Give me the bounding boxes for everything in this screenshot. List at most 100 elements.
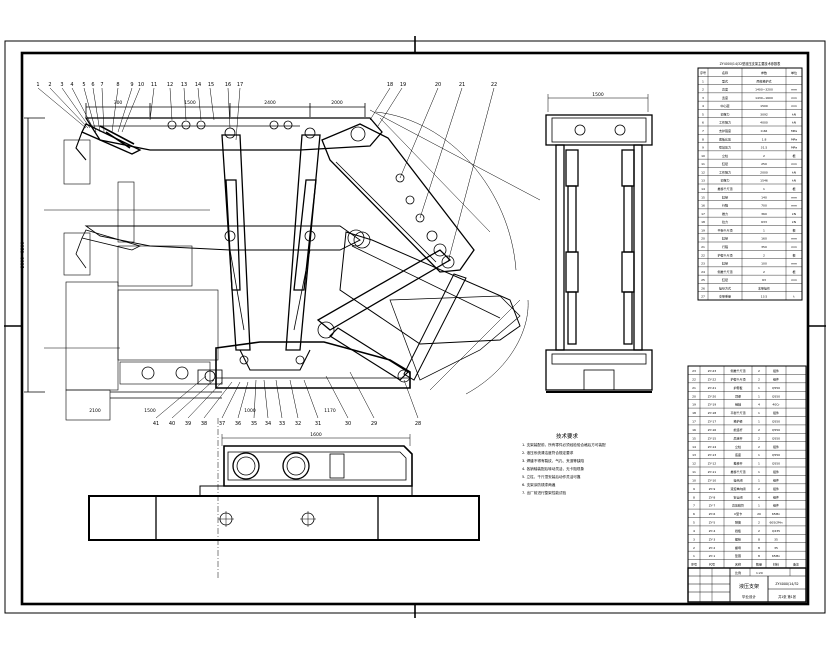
parts-cell: Q550 (772, 386, 780, 390)
sheet-number: 共1张 第1张 (778, 594, 797, 599)
params-cell: 根 (792, 269, 795, 274)
callout-14: 14 (195, 82, 201, 88)
vertical-dimension: 2300~3200 (20, 242, 26, 269)
parts-cell: ZY-21 (708, 386, 717, 390)
params-cell: mm (791, 237, 797, 241)
parts-cell: ZY-16 (708, 428, 717, 432)
params-cell: 19 (701, 228, 705, 232)
callout-19: 19 (400, 82, 406, 88)
callout-16: 16 (225, 82, 231, 88)
dim-4: 2000 (331, 100, 343, 106)
params-cell: 根 (792, 186, 795, 191)
params-cell: 3092 (760, 112, 768, 116)
params-cell: kN (792, 112, 796, 116)
params-cell: t (793, 295, 795, 299)
params-cell: 拉力 (722, 219, 728, 224)
note-4: 4. 各销轴装配后转动灵活，无卡阻现象 (522, 466, 584, 471)
callout-33: 33 (279, 421, 285, 427)
parts-cell: ZY-23 (708, 369, 717, 373)
parts-cell: 1 (758, 504, 760, 508)
parts-header-cell: 名称 (735, 562, 741, 567)
params-cell: 23 (701, 262, 705, 266)
params-cell: 4000 (760, 121, 768, 125)
params-cell: 1.8 (762, 137, 767, 141)
params-cell: kN (792, 121, 796, 125)
params-cell: MPa (791, 129, 797, 133)
callout-12: 12 (167, 82, 173, 88)
params-cell: 360 (761, 212, 767, 216)
params-cell: 10 (701, 154, 705, 158)
parts-cell: 1 (758, 478, 760, 482)
params-cell: 根 (792, 227, 795, 232)
callout-18: 18 (387, 82, 393, 88)
params-cell: 操纵方式 (719, 285, 731, 290)
dim-8: 2100 (89, 408, 101, 414)
params-cell: 侧推千斤顶 (717, 269, 732, 274)
parts-cell: 6 (693, 512, 695, 516)
parts-cell: ZY-13 (708, 453, 717, 457)
parts-cell: 推移杆 (733, 461, 742, 466)
params-cell: 17 (701, 212, 705, 216)
params-cell: 3 (702, 96, 704, 100)
params-cell: 8 (702, 137, 704, 141)
parts-cell: 弹簧 (735, 520, 741, 525)
params-cell: 250 (761, 162, 767, 166)
params-cell: 633 (761, 220, 767, 224)
params-header-cell: 单位 (791, 70, 797, 75)
parts-cell: 8 (758, 537, 760, 541)
parts-cell: 前连杆 (733, 427, 742, 432)
parts-cell: ZY-6 (709, 512, 716, 516)
callout-2: 2 (48, 82, 51, 88)
end-view (545, 94, 653, 393)
callout-leaders-bottom (155, 371, 419, 419)
parts-header-cell: 材料 (773, 562, 779, 567)
callout-39: 39 (185, 421, 191, 427)
technical-notes: 技术要求 1. 支架装配前，所有零件必须经检验合格后方可装配 2. 液压系统清洁… (522, 432, 606, 495)
parts-cell: 2 (758, 377, 760, 381)
params-cell: 2 (763, 253, 765, 257)
params-cell: MPa (791, 146, 797, 150)
parts-cell: 后连杆 (733, 435, 742, 440)
note-2: 2. 液压系统清洁度符合规定要求 (522, 450, 574, 455)
parts-cell: 1 (758, 470, 760, 474)
dimension-texts: 300 1500 2400 2000 1500 1000 1170 2100 2… (20, 100, 343, 414)
params-cell: 宽度 (722, 95, 728, 100)
drawing-name: 液压支架 (739, 583, 759, 590)
parts-cell: 组件 (773, 503, 779, 508)
parts-cell: 1 (758, 386, 760, 390)
note-7: 7. 出厂前进行整架性能试验 (522, 490, 567, 495)
callout-35: 35 (251, 421, 257, 427)
params-cell: 26 (701, 286, 705, 290)
params-cell: kN (792, 212, 796, 216)
parts-cell: 1 (693, 554, 695, 558)
parts-cell: ZY-5 (709, 521, 716, 525)
callout-31: 31 (315, 421, 321, 427)
parts-cell: 底座 (735, 452, 741, 457)
params-cell: mm (791, 204, 797, 208)
parts-cell: 组件 (773, 494, 779, 499)
params-cell: 21 (701, 245, 705, 249)
parts-cell: 4 (758, 495, 760, 499)
callout-37: 37 (219, 421, 225, 427)
parts-cell: ZY-10 (708, 478, 717, 482)
parts-cell: 14 (692, 445, 696, 449)
parts-cell: ZY-20 (708, 394, 717, 398)
parts-cell: 垫圈 (735, 553, 741, 558)
parts-cell: 9 (693, 487, 695, 491)
params-cell: 初撑力 (720, 111, 729, 116)
params-cell: mm (791, 195, 797, 199)
parts-cell: 高压胶管 (732, 503, 744, 508)
callout-leaders-top (37, 87, 495, 263)
params-cell: 0.66 (761, 129, 768, 133)
parts-cell: ZY-15 (708, 436, 717, 440)
parts-cell: 操纵阀 (733, 477, 742, 482)
parts-cell: 17 (692, 420, 696, 424)
params-cell: 12 (701, 170, 705, 174)
parts-cell: ZY-2 (709, 546, 716, 550)
parts-cell: U型卡 (734, 511, 742, 516)
params-cell: kN (792, 220, 796, 224)
params-cell: 9 (702, 146, 704, 150)
parts-cell: 18 (692, 411, 696, 415)
callout-32: 32 (295, 421, 301, 427)
